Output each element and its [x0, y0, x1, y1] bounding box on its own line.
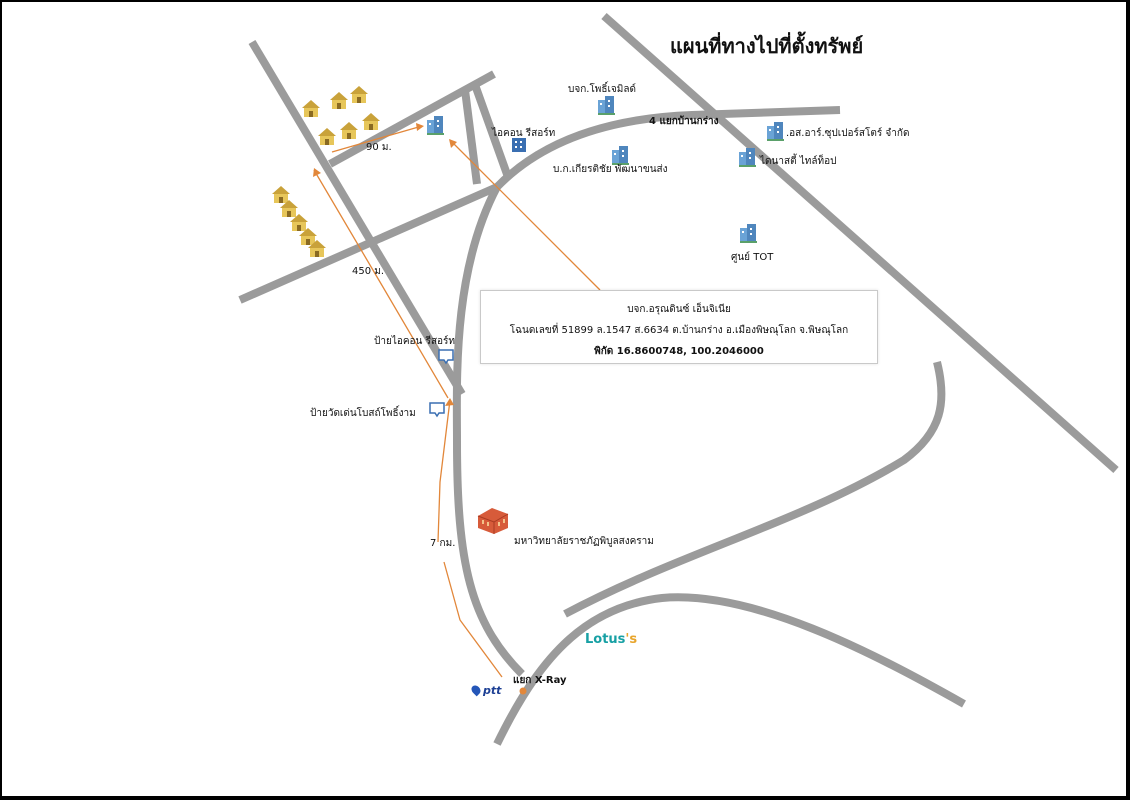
- label-tot: ศูนย์ TOT: [731, 252, 774, 263]
- road-lower-cross: [238, 183, 499, 304]
- route-segment-3: [313, 169, 449, 399]
- label-star-superstore: .อส.อาร์.ซุปเปอร์สโตร์ จำกัด: [786, 128, 910, 139]
- house-icon: [362, 113, 380, 130]
- road-loop-east: [563, 361, 946, 618]
- building-icon: [612, 146, 629, 165]
- label-dynasty: ไดนาสตี้ ไทล์ท็อป: [760, 156, 837, 167]
- label-pho-charoen: บจก.โพธิ์เจมิลด์: [568, 84, 636, 95]
- ptt-drop-icon: [469, 683, 483, 697]
- house-icon: [308, 240, 326, 257]
- bus-stop-icon: [438, 349, 454, 365]
- house-icon: [302, 100, 320, 117]
- arrow-head-4: [449, 139, 457, 148]
- info-coords: พิกัด 16.8600748, 100.2046000: [594, 346, 764, 357]
- road-short-spur-1: [461, 89, 481, 185]
- lotus-logo-text: Lotus: [585, 632, 626, 647]
- label-bus-stop-icon-resort: ป้ายไอคอน รีสอร์ท: [374, 336, 456, 347]
- house-icon: [340, 122, 358, 139]
- house-cluster-left: [272, 186, 326, 257]
- house-icon: [330, 92, 348, 109]
- road-bankrang: [494, 106, 841, 190]
- label-bankrang-intersection: 4 แยกบ้านกร่าง: [649, 116, 719, 127]
- label-xray: แยก X-Ray: [513, 675, 567, 686]
- lotus-logo: Lotus's: [585, 632, 637, 647]
- road-xray-southwest: [493, 593, 966, 746]
- distance-90m: 90 ม.: [366, 142, 392, 153]
- map-title: แผนที่ทางไปที่ตั้งทรัพย์: [670, 34, 864, 58]
- route-segment-1: [443, 561, 503, 678]
- house-icon: [318, 128, 336, 145]
- arrow-head-2: [313, 168, 321, 177]
- roads: [238, 13, 1119, 746]
- arrow-head-3: [416, 123, 424, 131]
- xray-marker: [519, 687, 527, 695]
- property-info-box: บจก.อรุณดินซ์ เอ็นจิเนีย โฉนดเลขที่ 5189…: [480, 290, 878, 364]
- bus-stop-icon: [429, 402, 445, 418]
- label-university: มหาวิทยาลัยราชภัฏพิบูลสงคราม: [514, 536, 654, 547]
- route-segment-4: [331, 125, 423, 153]
- road-main-curve: [452, 185, 525, 677]
- house-icon: [299, 228, 317, 245]
- building-icon: [512, 138, 526, 152]
- label-kiatisak: บ.ก.เกียรติชัย พัฒนาขนส่ง: [553, 164, 668, 175]
- building-icon: [427, 116, 444, 135]
- university-icon: [477, 508, 509, 534]
- distance-450m: 450 ม.: [352, 266, 385, 277]
- road-upper-cross: [328, 70, 496, 168]
- arrow-heads: [313, 123, 457, 406]
- ptt-logo-text: ptt: [483, 684, 502, 697]
- building-icon: [739, 148, 756, 167]
- building-icon: [598, 96, 615, 115]
- route-pointer-box: [449, 139, 601, 291]
- lotus-logo-tail: 's: [625, 632, 638, 647]
- distance-7km: 7 กม.: [430, 538, 456, 549]
- label-icon-resort: ไอคอน รีสอร์ท: [492, 128, 556, 139]
- house-icon: [290, 214, 308, 231]
- route-arrows: [313, 125, 601, 678]
- house-icon: [350, 86, 368, 103]
- house-cluster-top: [302, 86, 380, 145]
- label-bus-stop-wat: ป้ายวัดเด่นโบสถ์โพธิ์งาม: [310, 408, 416, 419]
- road-northwest-diagonal: [248, 39, 466, 397]
- ptt-logo: ptt: [469, 683, 502, 697]
- building-icon: [767, 122, 784, 141]
- house-icon: [280, 200, 298, 217]
- building-icon: [740, 224, 757, 243]
- info-company: บจก.อรุณดินซ์ เอ็นจิเนีย: [627, 304, 731, 315]
- arrow-head-1: [445, 398, 454, 406]
- route-segment-2: [437, 399, 451, 543]
- road-east-diagonal: [601, 13, 1119, 473]
- house-icon: [272, 186, 290, 203]
- road-short-spur-2: [470, 80, 512, 179]
- info-deed: โฉนดเลขที่ 51899 ล.1547 ส.6634 ต.บ้านกร่…: [509, 325, 849, 336]
